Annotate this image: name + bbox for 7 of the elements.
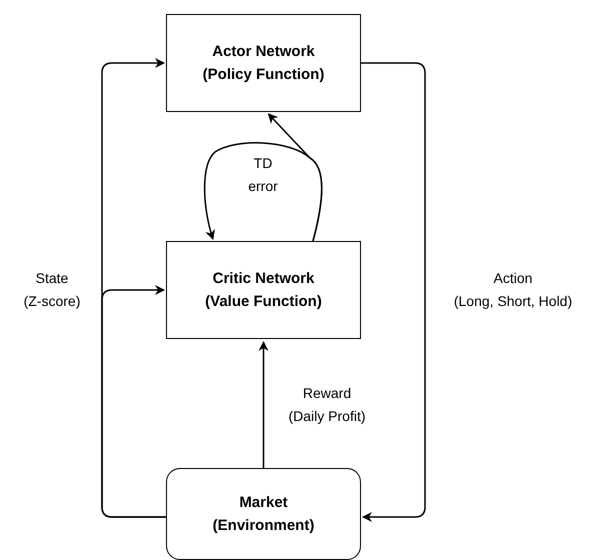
arrow — [101, 285, 166, 518]
process-box: Critic Network (Value Function) — [166, 241, 361, 339]
rounded-process-box: Market (Environment) — [166, 468, 361, 560]
arrow — [258, 341, 268, 468]
arrow — [268, 113, 322, 242]
process-box: Actor Network (Policy Function) — [166, 14, 361, 112]
arrow — [361, 62, 426, 522]
